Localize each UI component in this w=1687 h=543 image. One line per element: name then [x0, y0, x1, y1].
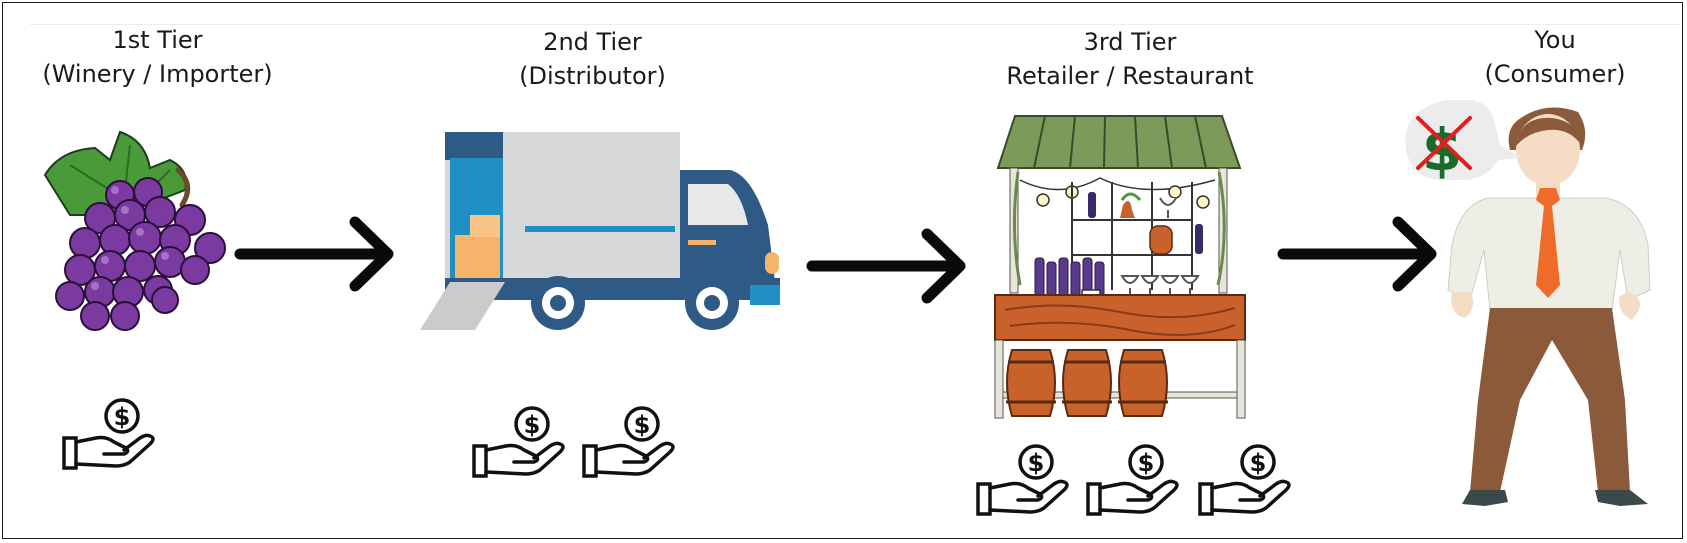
tier-4-title: You	[1534, 26, 1576, 54]
tier-1-subtitle: (Winery / Importer)	[42, 60, 273, 88]
hand-coin-icon	[1086, 444, 1179, 516]
arrow-right-icon	[234, 216, 394, 292]
tier-3-title: 3rd Tier	[1083, 28, 1177, 56]
tier-2-label: 2nd Tier (Distributor)	[470, 25, 715, 93]
wine-market-stall-icon	[994, 115, 1246, 419]
tier-1-label: 1st Tier (Winery / Importer)	[30, 23, 285, 91]
broke-consumer-icon	[1447, 107, 1651, 506]
hand-coin-icon	[62, 398, 155, 470]
hand-coin-icon	[582, 406, 675, 478]
hand-coin-icon	[1198, 444, 1291, 516]
grapes-icon	[43, 130, 226, 331]
tier-2-title: 2nd Tier	[543, 28, 642, 56]
top-rule	[30, 24, 1680, 25]
tier-1-title: 1st Tier	[112, 26, 203, 54]
hand-coin-icon	[976, 444, 1069, 516]
tier-2-subtitle: (Distributor)	[519, 62, 666, 90]
tier-4-label: You (Consumer)	[1450, 23, 1660, 91]
arrow-right-icon	[806, 228, 966, 304]
arrow-right-icon	[1277, 216, 1437, 292]
tier-3-subtitle: Retailer / Restaurant	[1006, 62, 1254, 90]
tier-3-label: 3rd Tier Retailer / Restaurant	[985, 25, 1275, 93]
hand-coin-icon	[472, 406, 565, 478]
delivery-truck-icon	[420, 132, 780, 330]
no-money-bubble-icon: $	[1405, 100, 1522, 184]
tier-4-subtitle: (Consumer)	[1484, 60, 1626, 88]
